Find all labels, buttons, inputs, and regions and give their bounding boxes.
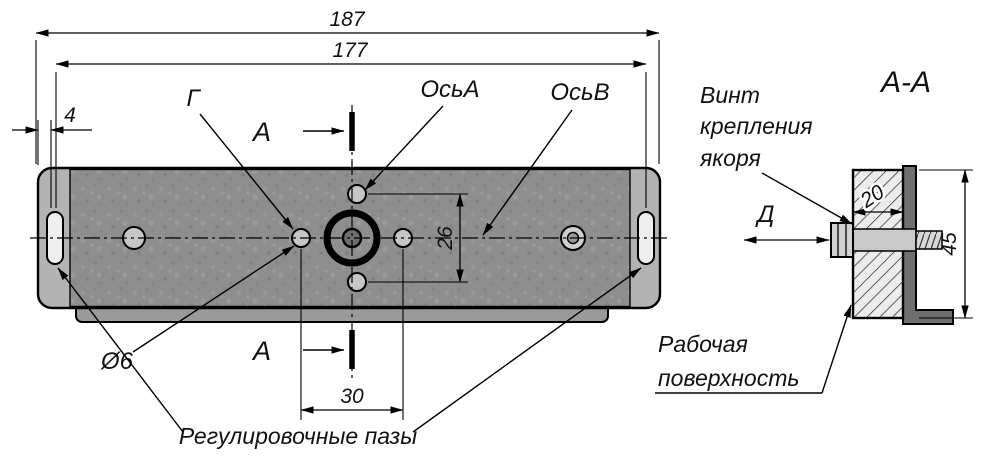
section-label-top: А	[251, 117, 271, 147]
dim-187-value: 187	[329, 8, 365, 31]
label-diameter-leader	[132, 245, 295, 353]
label-slots: Регулировочные пазы	[179, 423, 417, 449]
screw-label-line3: якоря	[699, 145, 761, 171]
label-direction: Д	[755, 201, 775, 228]
screw-label-leader	[761, 172, 853, 225]
bolt-head	[830, 222, 854, 258]
dim-4-value: 4	[64, 104, 76, 127]
bolt-shaft	[852, 228, 917, 252]
section-view: А-А Винт крепления якоря Д 20 45 Рабочая…	[655, 66, 973, 394]
label-g-leader	[199, 113, 294, 230]
label-axis-b-leader	[482, 109, 573, 236]
armature-angle	[902, 165, 954, 325]
dim-30-value: 30	[340, 385, 364, 408]
label-slots-leader-left	[57, 267, 184, 433]
surface-label-line2: поверхность	[658, 365, 799, 391]
dim-26-value: 26	[434, 226, 457, 251]
bolt-thread	[915, 230, 943, 250]
dim-177-value: 177	[332, 39, 368, 62]
hole-lower	[347, 272, 367, 292]
screw-label-line2: крепления	[700, 113, 813, 139]
label-axis-a: ОсьА	[420, 76, 479, 103]
dim-45-value: 45	[938, 232, 961, 256]
label-diameter: Ø6	[100, 348, 134, 375]
surface-label-line1: Рабочая	[658, 331, 748, 357]
surface-label-leader	[821, 304, 852, 394]
front-view: А А 187 177 4 26 30 Г ОсьА	[12, 8, 668, 449]
hole-upper	[347, 184, 367, 204]
label-axis-b: ОсьВ	[550, 79, 609, 106]
section-label-bottom: А	[251, 336, 271, 366]
label-g: Г	[186, 85, 201, 112]
label-axis-a-leader	[364, 105, 444, 191]
label-slots-leader-right	[412, 267, 642, 433]
screw-label-line1: Винт	[700, 82, 760, 108]
section-title: А-А	[879, 66, 931, 99]
